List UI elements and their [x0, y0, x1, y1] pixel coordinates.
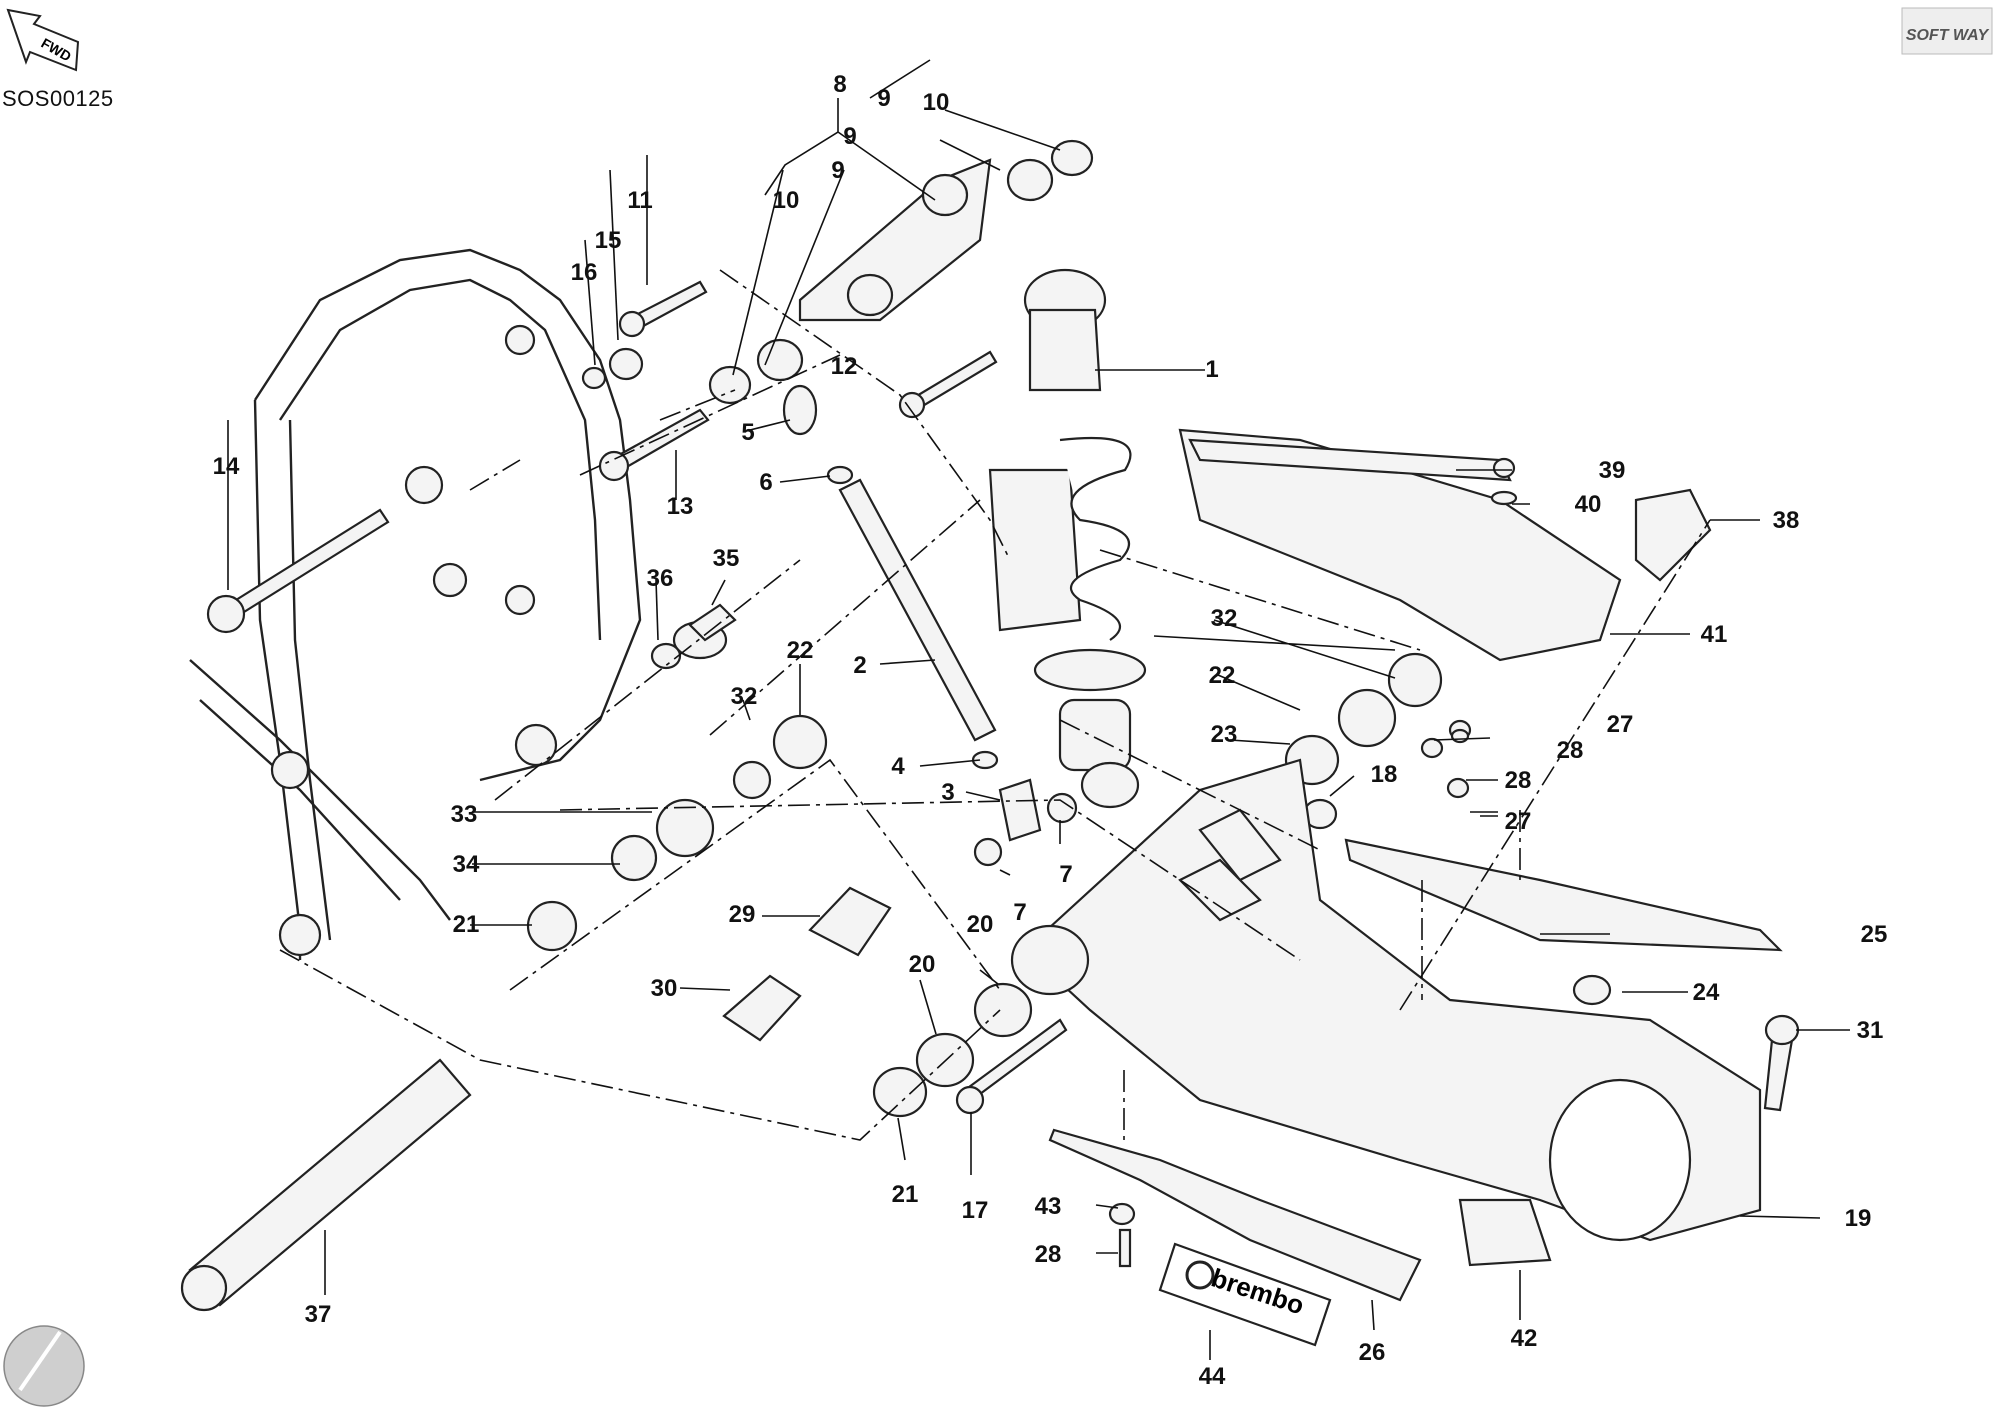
callout-10b: 10	[773, 187, 800, 214]
callout-5: 5	[741, 419, 754, 446]
callout-18: 18	[1371, 761, 1398, 788]
callout-43: 43	[1035, 1193, 1062, 1220]
callout-15: 15	[595, 227, 622, 254]
leader-lines	[227, 59, 1850, 1360]
callout-42: 42	[1511, 1325, 1538, 1352]
callout-37: 37	[305, 1301, 332, 1328]
callout-22b: 22	[1209, 662, 1236, 689]
callout-22a: 22	[787, 637, 814, 664]
swingarm	[1010, 758, 1762, 1242]
callout-20a: 20	[909, 951, 936, 978]
callout-28b: 28	[1505, 767, 1532, 794]
callout-16: 16	[571, 259, 598, 286]
callout-19: 19	[1845, 1205, 1872, 1232]
callout-29: 29	[729, 901, 756, 928]
callout-35: 35	[713, 545, 740, 572]
callout-44: 44	[1199, 1363, 1226, 1390]
callout-8: 8	[833, 71, 846, 98]
plate	[1458, 1198, 1552, 1267]
callout-10a: 10	[923, 89, 950, 116]
callout-6: 6	[759, 469, 772, 496]
callout-23: 23	[1211, 721, 1238, 748]
callout-26: 26	[1359, 1339, 1386, 1366]
callout-3: 3	[941, 779, 954, 806]
callout-7a: 7	[1059, 861, 1072, 888]
softway-logo-text: SOFT WAY	[1906, 27, 1990, 44]
callout-30: 30	[651, 975, 678, 1002]
callout-7b: 7	[1013, 899, 1026, 926]
callout-1: 1	[1205, 356, 1218, 383]
callout-34: 34	[453, 851, 480, 878]
small-fasteners	[1108, 457, 1800, 1268]
callout-38: 38	[1773, 507, 1800, 534]
callout-27b: 27	[1505, 808, 1532, 835]
callout-4: 4	[891, 753, 905, 780]
callout-25: 25	[1861, 921, 1888, 948]
callout-36: 36	[647, 565, 674, 592]
callout-31: 31	[1857, 1017, 1884, 1044]
rear-shock-absorber	[988, 268, 1147, 809]
forward-arrow-icon: FWD	[6, 8, 80, 72]
callout-13: 13	[667, 493, 694, 520]
callout-24: 24	[1693, 979, 1720, 1006]
corner-disc-icon	[3, 1325, 85, 1407]
callout-11: 11	[627, 187, 652, 214]
swingarm-spindle	[180, 1058, 472, 1312]
callout-9a: 9	[877, 85, 890, 112]
callout-9c: 9	[831, 157, 844, 184]
callout-32a: 32	[731, 683, 758, 710]
callout-33: 33	[451, 801, 478, 828]
callout-9b: 9	[843, 123, 856, 150]
callout-41: 41	[1701, 621, 1728, 648]
bolts	[206, 280, 998, 634]
callout-32b: 32	[1211, 605, 1238, 632]
callout-20b: 20	[967, 911, 994, 938]
callout-27a: 27	[1607, 711, 1634, 738]
needle-bearings	[872, 982, 1068, 1118]
softway-logo: SOFT WAY	[1901, 7, 1993, 55]
frame-structure	[189, 248, 642, 960]
callout-40: 40	[1575, 491, 1602, 518]
rocker-linkage	[708, 139, 1094, 405]
callout-17: 17	[962, 1197, 989, 1224]
callout-39: 39	[1599, 457, 1626, 484]
diagram-code: SOS00125	[2, 86, 114, 111]
callout-21b: 21	[892, 1181, 919, 1208]
callout-12: 12	[831, 353, 858, 380]
callout-labels: 1 2 3 4 5 6 7 7 8 9 9 9 10 10 11 12 13 1…	[213, 71, 1888, 1390]
callout-21a: 21	[453, 911, 480, 938]
callout-28c: 28	[1035, 1241, 1062, 1268]
callout-28a: 28	[1557, 737, 1584, 764]
pull-rod	[782, 384, 1078, 867]
assembly-lines	[279, 269, 1711, 1141]
chain-sliders	[722, 886, 892, 1042]
callout-14: 14	[213, 453, 240, 480]
chain-guard	[1048, 428, 1783, 1302]
callout-2: 2	[853, 652, 866, 679]
